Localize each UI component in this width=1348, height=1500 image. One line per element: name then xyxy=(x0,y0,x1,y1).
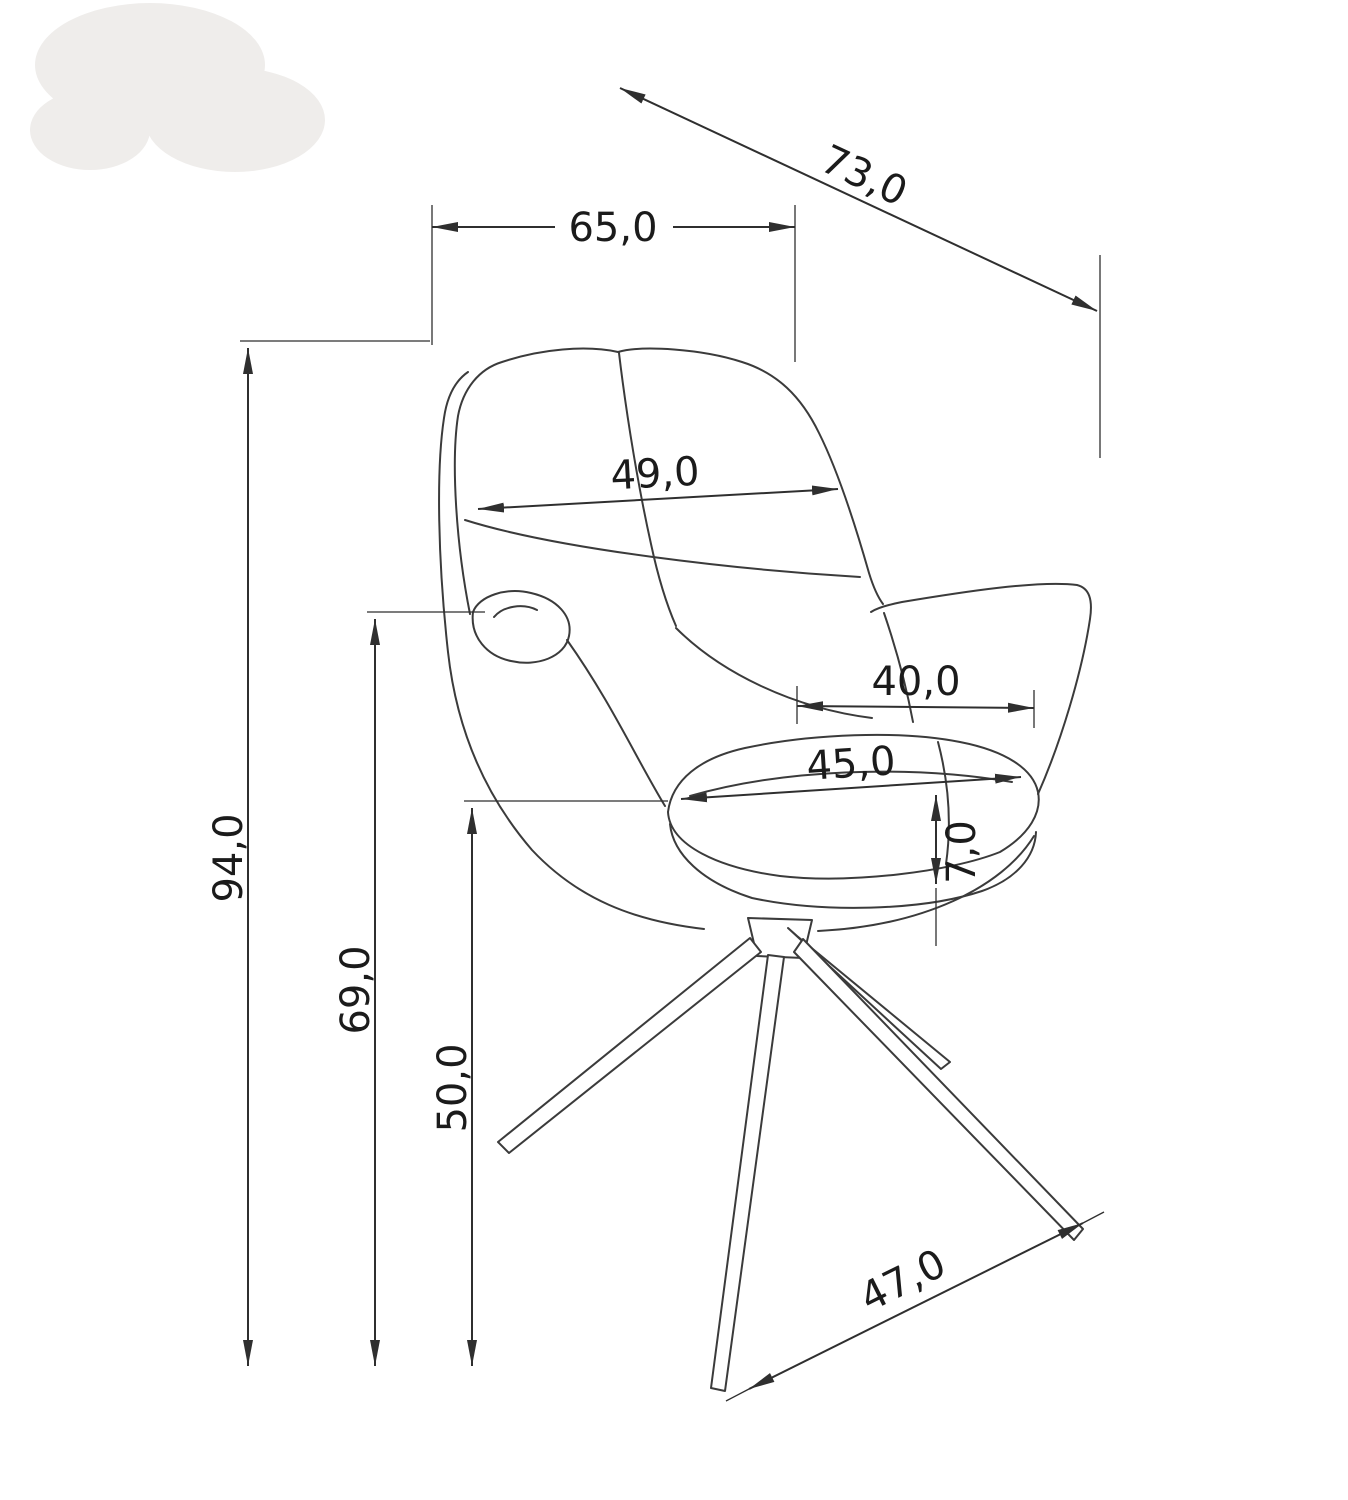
ext-line-base-span-right xyxy=(1082,1211,1105,1224)
dim-label-cushion-thickness: 7,0 xyxy=(939,820,985,884)
chair-leg-right xyxy=(793,938,1084,1241)
dim-label-seat-depth: 40,0 xyxy=(871,659,960,705)
chair-right-armrest xyxy=(870,582,1092,795)
dim-line-seat-width xyxy=(680,773,1022,803)
chair-back-seam-horizontal xyxy=(464,519,861,578)
chair-left-inner-edge xyxy=(566,639,666,807)
dim-label-seat-width: 45,0 xyxy=(805,738,897,790)
dim-label-total-height: 94,0 xyxy=(206,813,252,902)
dim-label-armrest-height: 69,0 xyxy=(333,945,379,1034)
dim-line-depth xyxy=(619,87,1098,312)
dim-label-backrest-width: 49,0 xyxy=(609,449,700,500)
chair-backrest-outline xyxy=(453,347,884,615)
chair-left-armrest xyxy=(471,590,571,664)
dim-line-seat-depth xyxy=(796,701,1035,713)
ext-line-base-span-left xyxy=(725,1388,750,1402)
chair-leg-front xyxy=(710,954,785,1392)
chair-leg-front-left xyxy=(497,937,762,1154)
chair-left-armrest-seam xyxy=(493,605,538,618)
chair-back-seam-vertical xyxy=(618,352,677,627)
dimensions: 94,0 69,0 50,0 65,0 73,0 49,0 40,0 45,0 xyxy=(206,87,1105,1402)
chair-outline xyxy=(438,347,1092,1392)
chair-shell-left xyxy=(438,371,705,930)
dim-line-base-span xyxy=(748,1222,1084,1390)
chair-leg-back xyxy=(787,927,951,1070)
chair-shell-right-under xyxy=(817,835,1035,932)
watermark-smudge xyxy=(30,3,325,172)
dim-label-seat-height: 50,0 xyxy=(430,1043,476,1132)
dim-label-depth: 73,0 xyxy=(814,136,914,215)
dim-label-base-span: 47,0 xyxy=(853,1241,953,1322)
dim-line-backrest-width xyxy=(477,485,839,513)
dim-label-overall-width: 65,0 xyxy=(568,205,657,251)
chair-back-to-seat-line xyxy=(675,627,873,719)
chair-seat-side xyxy=(669,823,1037,909)
